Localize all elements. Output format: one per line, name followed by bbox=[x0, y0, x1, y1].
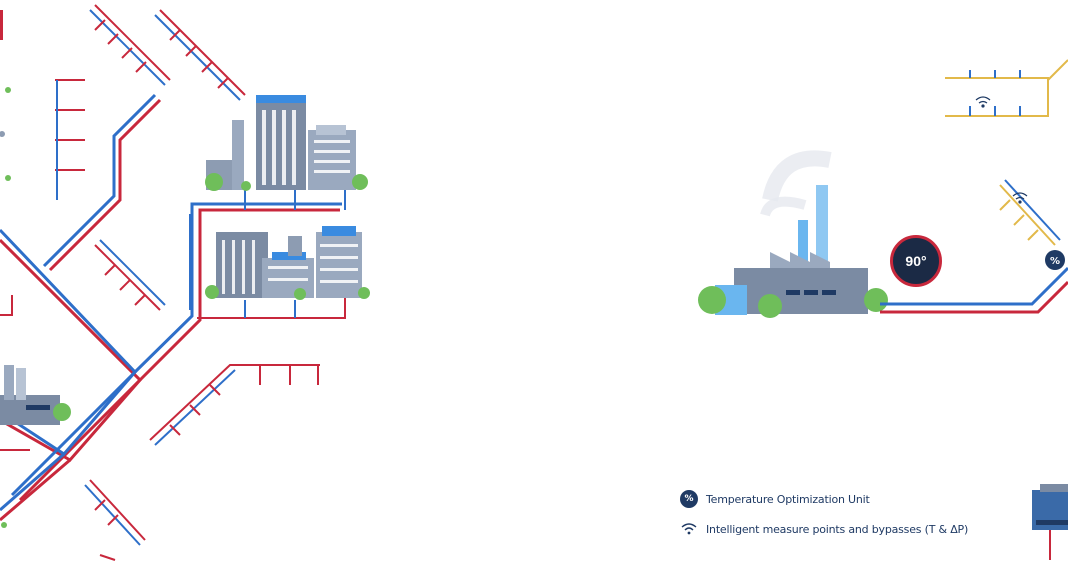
branch-lines-middle bbox=[84, 239, 320, 561]
legend-item-tou: % Temperature Optimization Unit bbox=[680, 488, 968, 510]
plant-left-edge bbox=[0, 365, 71, 425]
city-buildings-bottom bbox=[205, 226, 370, 300]
tou-node-badge: % bbox=[1045, 250, 1065, 270]
left-edge-markers bbox=[0, 10, 11, 528]
wifi-icon bbox=[680, 522, 698, 536]
city-buildings-top bbox=[205, 95, 368, 191]
building-bottom-right bbox=[1032, 484, 1068, 560]
wifi-icon bbox=[1012, 192, 1028, 204]
heat-plant bbox=[698, 150, 888, 318]
secondary-network bbox=[945, 59, 1068, 246]
wifi-icon bbox=[975, 96, 991, 108]
transmission-pipe bbox=[880, 266, 1068, 314]
temperature-gauge: 90° bbox=[890, 235, 942, 287]
tou-node-badge-label: % bbox=[1050, 256, 1060, 267]
legend-item-measure-points: Intelligent measure points and bypasses … bbox=[680, 518, 968, 540]
building-feeds bbox=[0, 190, 346, 451]
main-pipe-network bbox=[0, 93, 342, 522]
tou-icon: % bbox=[680, 490, 698, 508]
temperature-value: 90° bbox=[905, 253, 927, 269]
legend: % Temperature Optimization Unit Intellig… bbox=[680, 488, 968, 548]
branch-lines-top bbox=[55, 4, 246, 200]
legend-label: Temperature Optimization Unit bbox=[706, 492, 870, 506]
tou-icon-label: % bbox=[684, 494, 694, 504]
legend-label: Intelligent measure points and bypasses … bbox=[706, 522, 969, 536]
